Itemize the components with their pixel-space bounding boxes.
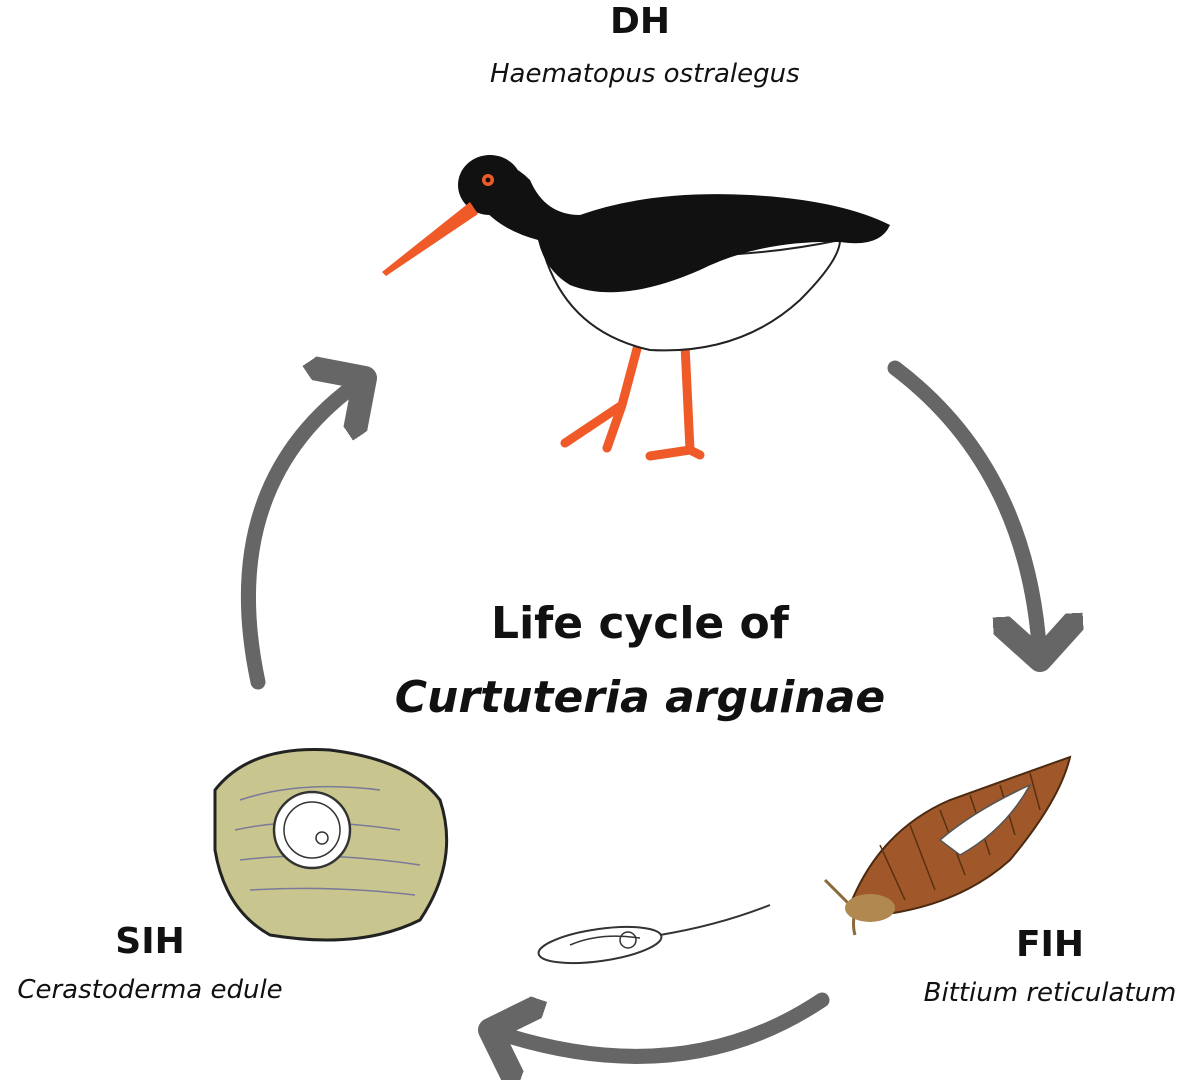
host-code-fih: FIH: [1015, 924, 1085, 965]
cockle-illustration: [213, 748, 449, 942]
diagram-title-line1: Life cycle of: [491, 598, 789, 649]
host-fih: FIH Bittium reticulatum: [915, 925, 1185, 1009]
oystercatcher-illustration: [382, 155, 890, 461]
host-species-dh: Haematopus ostralegus: [490, 59, 800, 89]
cercaria-illustration: [537, 904, 771, 965]
arrow-fih-to-sih: [490, 1000, 830, 1056]
diagram-title-line2: Curtuteria arguinae: [394, 672, 886, 723]
snail-illustration: [823, 755, 1072, 936]
host-species-sih: Cerastoderma edule: [17, 975, 283, 1005]
arrow-dh-to-fih: [887, 360, 1040, 660]
host-sih: SIH Cerastoderma edule: [0, 922, 300, 1006]
host-code-dh: DH: [609, 1, 670, 42]
host-dh: DH Haematopus ostralegus: [490, 1, 800, 90]
arrow-sih-to-dh: [241, 378, 365, 690]
host-species-fih: Bittium reticulatum: [923, 978, 1177, 1008]
host-code-sih: SIH: [115, 921, 185, 962]
